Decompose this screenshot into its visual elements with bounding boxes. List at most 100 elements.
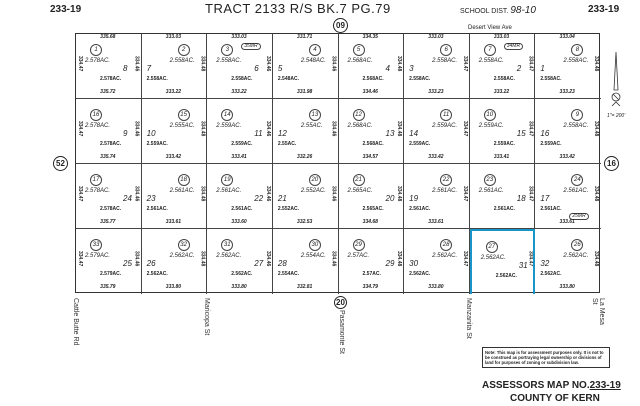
parcel-acreage: 2.55AC. xyxy=(300,123,323,129)
street-cattle-butte-rd: Cattle Butte Rd xyxy=(72,298,79,346)
parcel-number-circle: 30 xyxy=(308,239,321,251)
lot-number: 8 xyxy=(123,64,128,73)
parcel-acreage: 2.561AC. xyxy=(216,188,242,194)
north-arrow-icon xyxy=(611,51,621,107)
parcel-acreage: 2.558AC. xyxy=(563,58,589,64)
lot-acreage: 2.562AC. xyxy=(409,271,431,277)
lot-number: 2 xyxy=(516,64,522,73)
horizontal-dimension: 334.68 xyxy=(362,219,378,225)
vertical-dimension: 334.47 xyxy=(77,56,83,72)
horizontal-dimension: 335.72 xyxy=(100,89,116,95)
lot-acreage: 2.562AC. xyxy=(495,273,517,279)
parcel-acreage: 2.559AC. xyxy=(478,123,504,129)
lot-number: 18 xyxy=(516,194,526,203)
vertical-dimension: 334.47 xyxy=(461,56,468,72)
lot-number: 30 xyxy=(409,259,419,268)
horizontal-dimension: 333.03 xyxy=(231,34,247,40)
lot-number: 12 xyxy=(277,129,287,138)
vertical-dimension: 334.48 xyxy=(396,251,403,267)
parcel-number-circle: 12 xyxy=(352,109,365,121)
parcel-acreage: 2.578AC. xyxy=(85,188,111,194)
parcel-number-circle: 27 xyxy=(485,241,498,253)
horizontal-dimension: 333.22 xyxy=(493,89,510,95)
vertical-dimension: 334.46 xyxy=(264,121,271,137)
horizontal-dimension: 335.68 xyxy=(100,34,116,40)
vertical-dimension: 334.48 xyxy=(593,186,599,202)
horizontal-dimension: 335.79 xyxy=(100,284,116,290)
parcel-number-circle: 21 xyxy=(352,174,365,186)
vertical-dimension: 334.46 xyxy=(264,251,271,267)
vertical-dimension: 334.47 xyxy=(527,186,534,202)
parcel-acreage: 2.57AC. xyxy=(347,253,370,259)
map-number-right: 233-19 xyxy=(588,4,620,15)
parcel-acreage: 2.558AC. xyxy=(478,58,504,64)
map-reference: 34MR xyxy=(503,43,524,50)
horizontal-dimension: 334.35 xyxy=(362,34,378,40)
lot-number: 4 xyxy=(385,64,390,73)
parcel-acreage: 2.562AC. xyxy=(480,255,506,261)
circled-ref-left: 52 xyxy=(53,156,68,171)
scale-label: 1"= 200' xyxy=(607,113,626,119)
lot-number: 19 xyxy=(409,194,419,203)
lot-number: 20 xyxy=(385,194,395,203)
vertical-dimension: 334.48 xyxy=(593,251,599,267)
parcel-number-circle: 11 xyxy=(440,109,453,121)
parcel-number-circle: 24 xyxy=(571,174,584,186)
lot-acreage: 2.548AC. xyxy=(277,76,299,82)
horizontal-dimension: 333.80 xyxy=(559,284,575,290)
vertical-dimension: 334.48 xyxy=(199,186,206,202)
parcel-acreage: 2.552AC. xyxy=(300,188,326,194)
horizontal-dimension: 333.42 xyxy=(559,154,575,160)
lot-acreage: 2.558AC. xyxy=(146,76,168,82)
lot-number: 22 xyxy=(254,194,264,203)
vertical-dimension: 334.48 xyxy=(199,56,206,72)
school-label: SCHOOL DIST. xyxy=(460,8,509,15)
parcel-number-circle: 23 xyxy=(483,174,496,186)
parcel-number-circle: 28 xyxy=(440,239,453,251)
vertical-dimension: 334.47 xyxy=(527,56,534,72)
parcel-acreage: 2.561AC. xyxy=(478,188,504,194)
vertical-dimension: 334.48 xyxy=(593,121,599,137)
parcel-number-circle: 2 xyxy=(177,44,190,56)
lot-number: 9 xyxy=(123,129,128,138)
parcel-number-circle: 13 xyxy=(308,109,321,121)
lot-number: 21 xyxy=(277,194,287,203)
lot-acreage: 2.561AC. xyxy=(409,206,431,212)
lot-acreage: 2.559AC. xyxy=(231,141,253,147)
horizontal-dimension: 331.98 xyxy=(297,89,313,95)
lot-number: 16 xyxy=(540,129,550,138)
